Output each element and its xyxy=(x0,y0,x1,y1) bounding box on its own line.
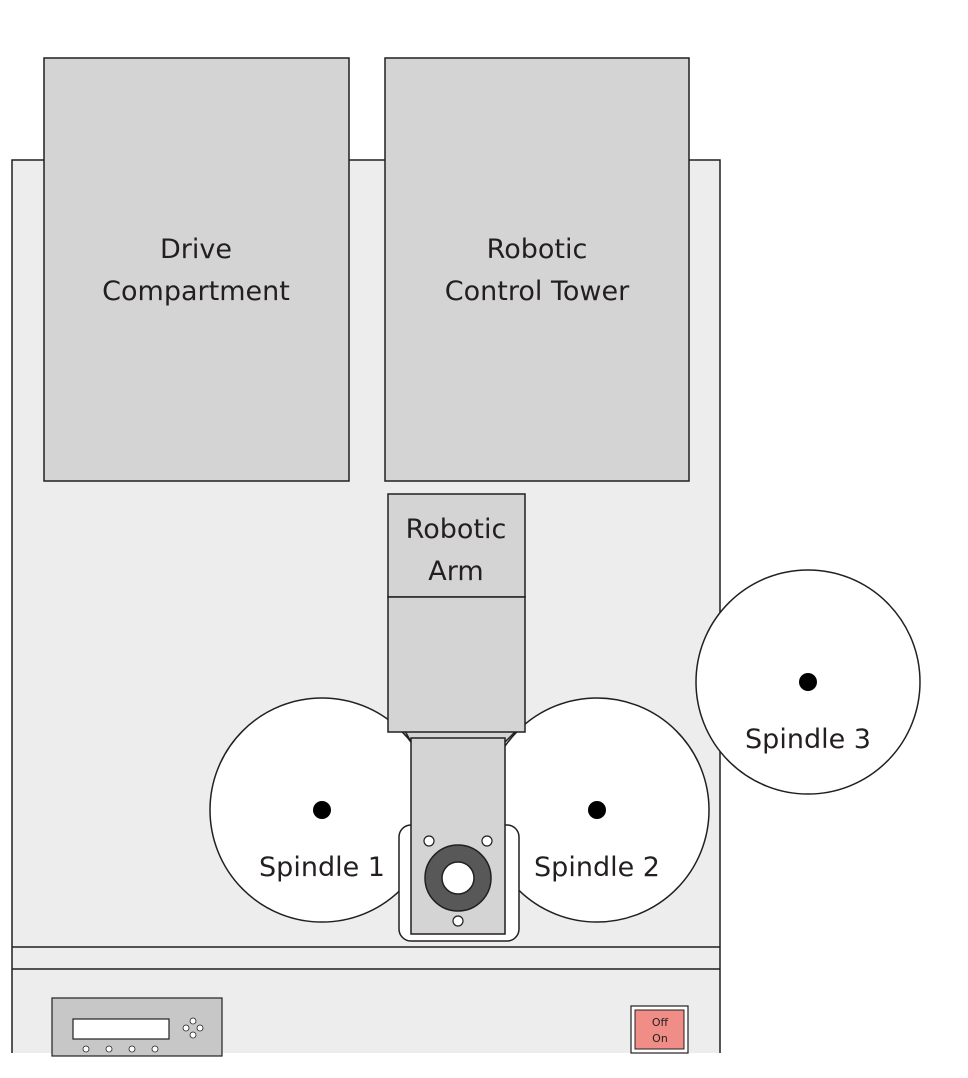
spindle-3-label: Spindle 3 xyxy=(745,724,871,755)
gripper-bolt-top-left-icon xyxy=(423,835,435,847)
drive-compartment-label-line2: Compartment xyxy=(102,276,290,307)
gripper-core-icon xyxy=(441,861,475,895)
lcd-display xyxy=(72,1018,170,1040)
spindle-3-hub-icon xyxy=(799,673,817,691)
gripper-bolt-top-right-icon xyxy=(481,835,493,847)
control-tower-label-line2: Control Tower xyxy=(445,276,630,307)
robotic-arm-body xyxy=(387,596,526,733)
spindle-1-hub-icon xyxy=(313,801,331,819)
robotic-arm-label-line2: Arm xyxy=(428,556,483,587)
drive-compartment xyxy=(43,57,350,482)
robotic-control-tower xyxy=(384,57,690,482)
dpad-down-icon xyxy=(189,1031,197,1039)
robotic-arm-label-line1: Robotic xyxy=(406,514,507,545)
dpad-left-icon xyxy=(182,1024,190,1032)
gripper-bolt-bottom-icon xyxy=(452,915,464,927)
panel-button-2-icon xyxy=(105,1045,113,1053)
power-switch-face xyxy=(634,1009,685,1050)
spindle-2-label: Spindle 2 xyxy=(534,852,660,883)
spindle-2-hub-icon xyxy=(588,801,606,819)
power-switch-on-label: On xyxy=(652,1032,668,1045)
drive-compartment-label-line1: Drive xyxy=(160,234,232,265)
control-tower-label-line1: Robotic xyxy=(487,234,588,265)
dpad-up-icon xyxy=(189,1017,197,1025)
panel-button-1-icon xyxy=(82,1045,90,1053)
panel-button-3-icon xyxy=(128,1045,136,1053)
power-switch-off-label: Off xyxy=(652,1016,669,1029)
panel-button-4-icon xyxy=(151,1045,159,1053)
robotic-arm-head xyxy=(387,493,526,598)
dpad-right-icon xyxy=(196,1024,204,1032)
spindle-1-label: Spindle 1 xyxy=(259,852,385,883)
